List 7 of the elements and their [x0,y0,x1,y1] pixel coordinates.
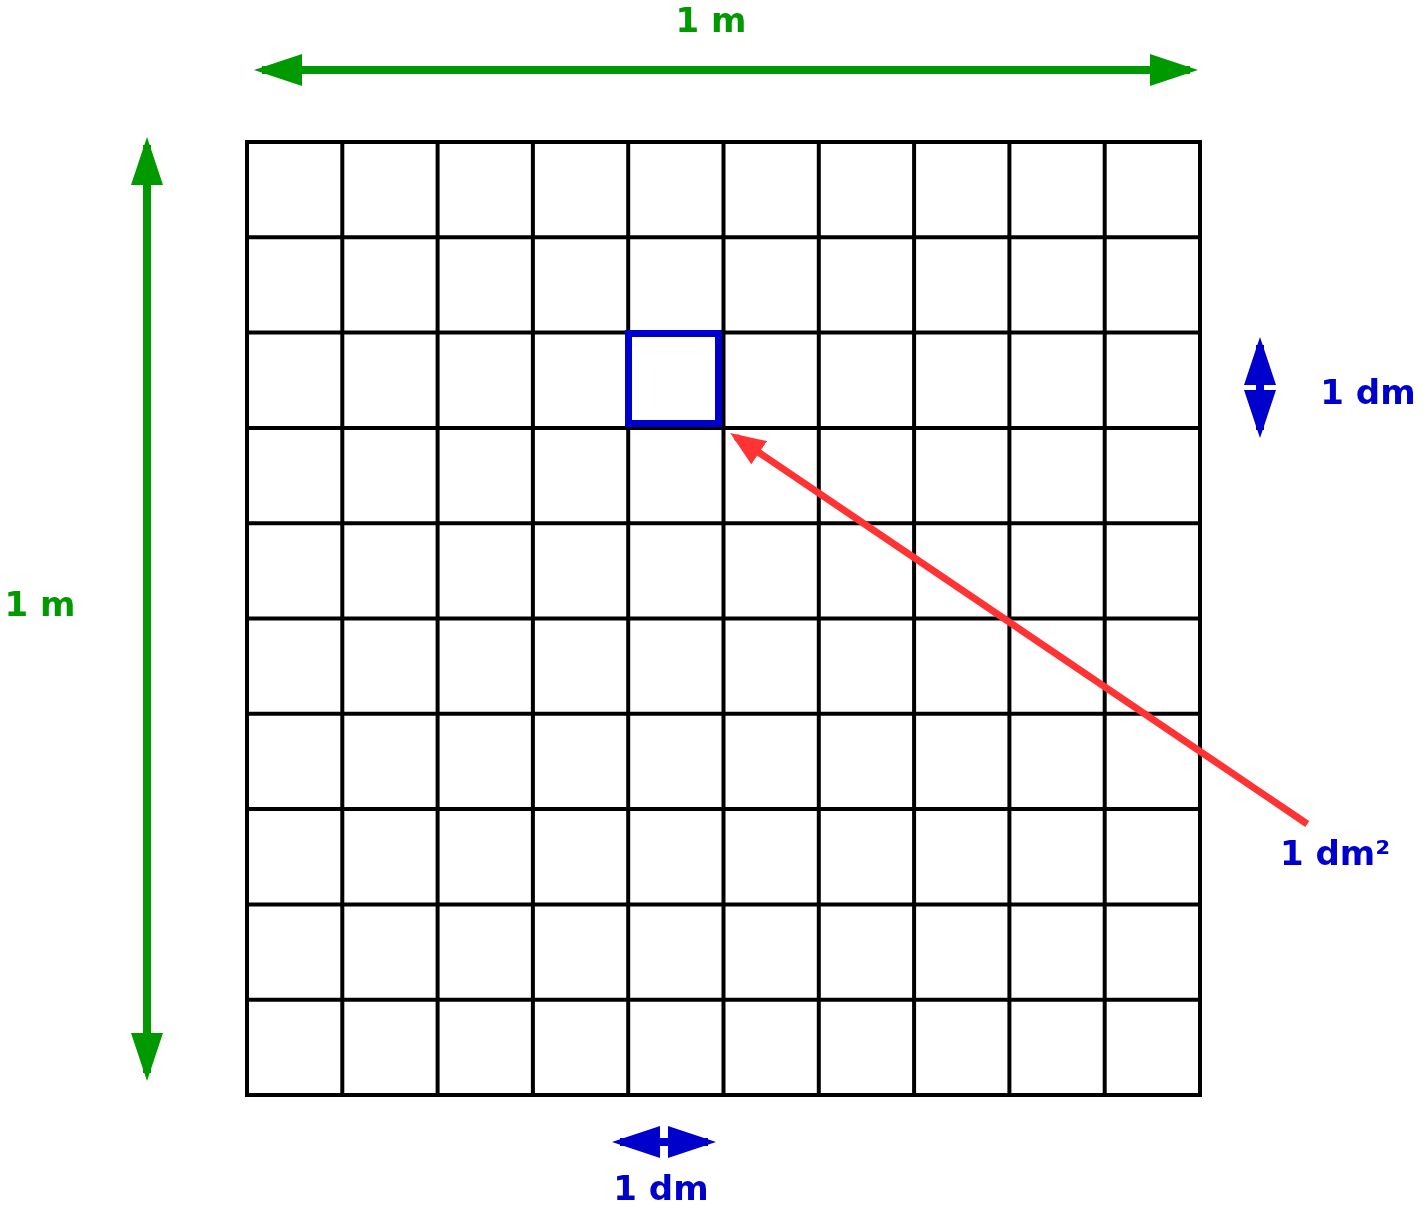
dimension-label: 1 m [4,587,76,621]
area-label: 1 dm² [1280,836,1391,870]
leader-arrow [730,433,1310,827]
highlighted-square [625,330,722,427]
dimension-label: 1 m [675,3,747,37]
dimension-label: 1 dm [1320,375,1416,409]
dimension-label: 1 dm [613,1171,709,1205]
